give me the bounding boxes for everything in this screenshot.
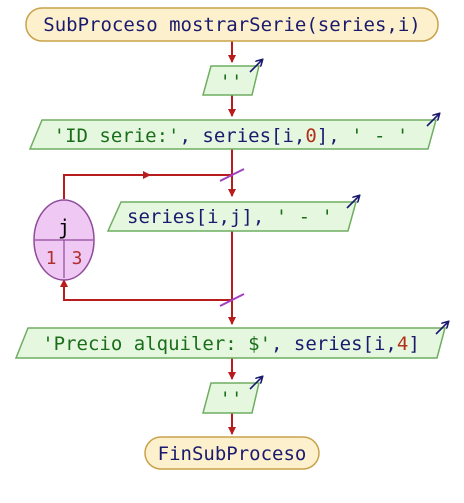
label-segment: , series[i,: [271, 333, 397, 355]
loop-body-label: series[i,j], ' - ': [127, 206, 333, 228]
output-box-2[interactable]: 'ID serie:', series[i,0], ' - ': [28, 114, 439, 150]
loop-variable: j: [58, 215, 70, 239]
loop-exit-tick: [219, 293, 245, 307]
label-segment: ],: [317, 125, 351, 147]
label-segment: 4: [397, 333, 408, 355]
label-segment: ' - ': [276, 206, 333, 228]
connectors: [60, 41, 236, 435]
output-1-label: '': [220, 71, 243, 93]
loop-entry-tick: [219, 168, 245, 182]
output-box-4[interactable]: '': [202, 377, 262, 414]
loop-to: 3: [72, 248, 83, 269]
output-4-label: '': [220, 388, 243, 410]
label-segment: , series[i,: [180, 125, 306, 147]
output-3-label: 'Precio alquiler: $', series[i,4]: [42, 333, 420, 355]
label-segment: ]: [408, 333, 419, 355]
label-segment: ' - ': [351, 125, 408, 147]
output-icon: [426, 114, 439, 127]
output-box-1[interactable]: '': [202, 60, 262, 96]
output-icon: [249, 377, 262, 390]
end-terminal[interactable]: FinSubProceso: [144, 436, 320, 470]
output-icon: [249, 60, 262, 73]
output-icon: [435, 322, 448, 335]
label-segment: series[i,j],: [127, 206, 276, 228]
output-box-loop-body[interactable]: series[i,j], ' - ': [106, 196, 359, 232]
start-terminal[interactable]: SubProceso mostrarSerie(series,i): [25, 7, 439, 42]
label-segment: 0: [305, 125, 316, 147]
label-segment: 'ID serie:': [54, 125, 180, 147]
label-segment: 'Precio alquiler: $': [42, 333, 271, 355]
output-icon: [346, 196, 359, 209]
connector-loop-return: [60, 279, 232, 301]
end-label: FinSubProceso: [158, 443, 307, 465]
output-2-label: 'ID serie:', series[i,0], ' - ': [54, 125, 409, 147]
start-label: SubProceso mostrarSerie(series,i): [43, 14, 421, 36]
output-box-3[interactable]: 'Precio alquiler: $', series[i,4]: [14, 322, 448, 359]
loop-from: 1: [46, 248, 57, 269]
connector-loop-enter: [63, 171, 151, 199]
for-loop-node[interactable]: j 1 3: [33, 199, 95, 281]
